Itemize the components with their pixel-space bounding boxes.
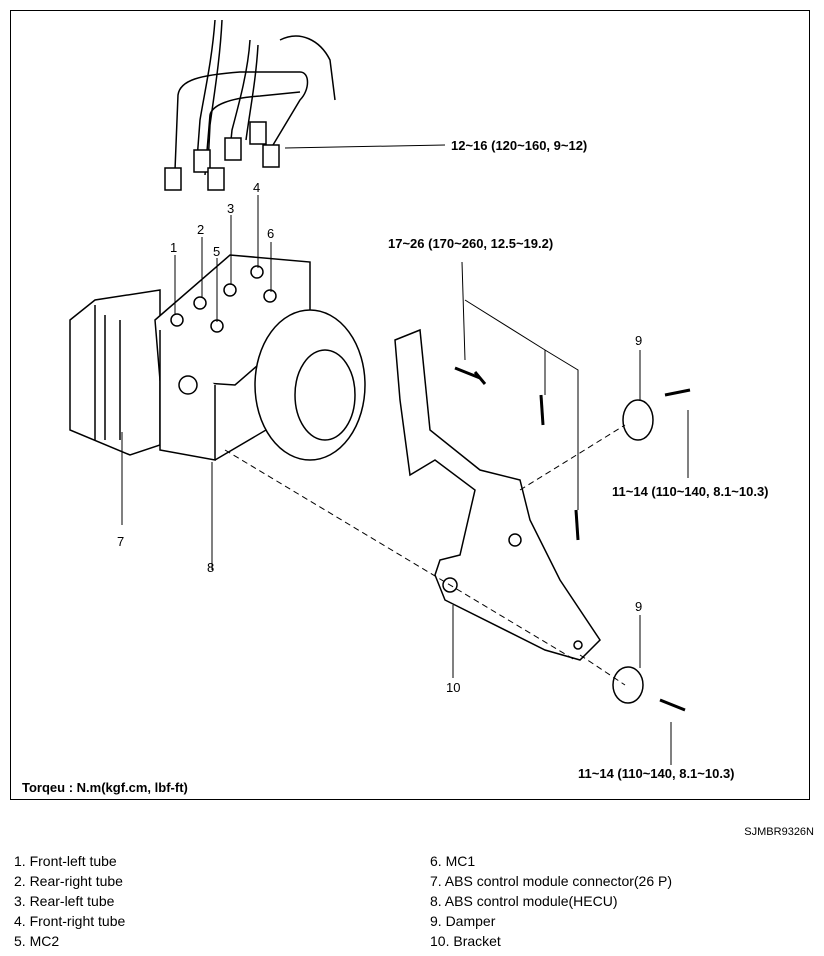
brake-tube <box>174 71 309 171</box>
torque-units-note: Torqeu : N.m(kgf.cm, lbf-ft) <box>22 780 188 795</box>
brake-tube <box>245 44 259 141</box>
legend-item: 7. ABS control module connector(26 P) <box>430 873 673 889</box>
brake-tube <box>279 35 336 101</box>
callout-5: 5 <box>213 244 221 259</box>
tube-fitting <box>207 167 225 191</box>
callout-4: 4 <box>253 180 261 195</box>
bolt <box>539 394 545 426</box>
hecu-connector <box>69 289 161 456</box>
legend-item: 3. Rear-left tube <box>14 893 115 909</box>
figure-code: SJMBR9326N <box>744 826 814 838</box>
torque-lower-damper-bolt: 11~14 (110~140, 8.1~10.3) <box>578 766 735 781</box>
bolt <box>664 388 691 397</box>
torque-bracket-bolts: 17~26 (170~260, 12.5~19.2) <box>388 236 554 251</box>
diagram-frame <box>10 10 810 800</box>
tube-fitting <box>262 144 280 168</box>
tube-fitting <box>164 167 182 191</box>
brake-tube <box>204 91 301 176</box>
tube-fitting <box>224 137 242 161</box>
legend-item: 6. MC1 <box>430 853 476 869</box>
bolt <box>574 509 580 541</box>
brake-tube <box>229 39 251 151</box>
legend-item: 4. Front-right tube <box>14 913 126 929</box>
brake-tube <box>207 19 223 166</box>
legend-item: 5. MC2 <box>14 933 60 949</box>
legend-item: 8. ABS control module(HECU) <box>430 893 618 909</box>
callout-6: 6 <box>267 226 275 241</box>
callout-10: 10 <box>446 680 461 695</box>
pump-motor <box>254 309 366 461</box>
damper-upper <box>622 399 654 441</box>
callout-8: 8 <box>207 560 215 575</box>
legend-right: 6. MC1 7. ABS control module connector(2… <box>430 851 672 951</box>
legend-item: 2. Rear-right tube <box>14 873 123 889</box>
legend-left: 1. Front-left tube 2. Rear-right tube 3.… <box>14 851 125 951</box>
callout-2: 2 <box>197 222 205 237</box>
callout-7: 7 <box>117 534 125 549</box>
bolt <box>659 698 686 712</box>
callout-9-lower: 9 <box>635 599 643 614</box>
bracket <box>394 328 601 661</box>
tube-fitting <box>193 149 211 173</box>
brake-tube <box>196 19 216 161</box>
tube-fitting <box>249 121 267 145</box>
torque-tube-nuts: 12~16 (120~160, 9~12) <box>451 138 588 153</box>
bolt <box>454 366 487 385</box>
callout-3: 3 <box>227 201 235 216</box>
legend-item: 10. Bracket <box>430 933 501 949</box>
callout-1: 1 <box>170 240 178 255</box>
legend-item: 9. Damper <box>430 913 496 929</box>
damper-lower <box>612 666 644 704</box>
callout-9-upper: 9 <box>635 333 643 348</box>
legend-item: 1. Front-left tube <box>14 853 117 869</box>
torque-upper-damper-bolt: 11~14 (110~140, 8.1~10.3) <box>612 484 769 499</box>
